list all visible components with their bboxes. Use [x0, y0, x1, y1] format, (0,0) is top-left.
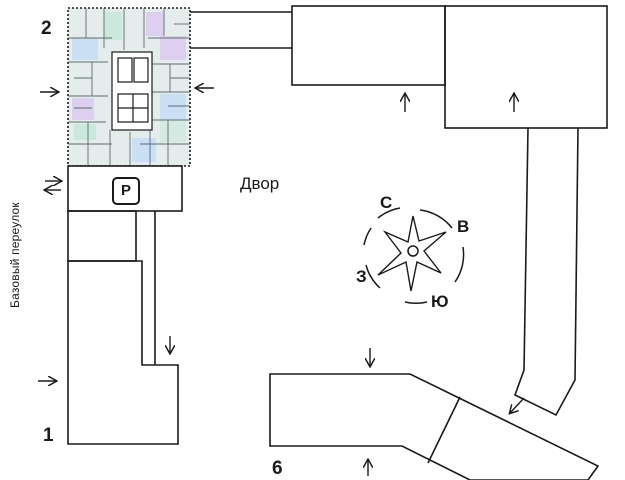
compass-center-icon	[407, 245, 419, 257]
building-2	[67, 7, 191, 167]
compass-north-label: С	[380, 193, 393, 212]
compass-west-label: З	[356, 267, 367, 286]
apartment-layout	[72, 12, 186, 162]
building-number-2: 2	[41, 18, 52, 39]
building-1	[67, 210, 179, 445]
yard-label: Двор	[240, 174, 280, 193]
compass-south-label: Ю	[431, 292, 449, 311]
parking-sign: P	[112, 177, 140, 205]
core-stairwell	[111, 51, 153, 131]
entrance-arrows	[38, 88, 525, 476]
compass-rose-icon	[377, 215, 447, 292]
entrance-arrow-icon	[510, 397, 525, 413]
street-label: Базовый переулок	[8, 202, 22, 308]
compass-east-label: В	[457, 217, 470, 236]
building-right-l	[190, 5, 608, 417]
building-number-6: 6	[272, 458, 283, 479]
building-number-1: 1	[43, 425, 54, 446]
compass	[363, 207, 465, 305]
building-6	[269, 373, 600, 480]
